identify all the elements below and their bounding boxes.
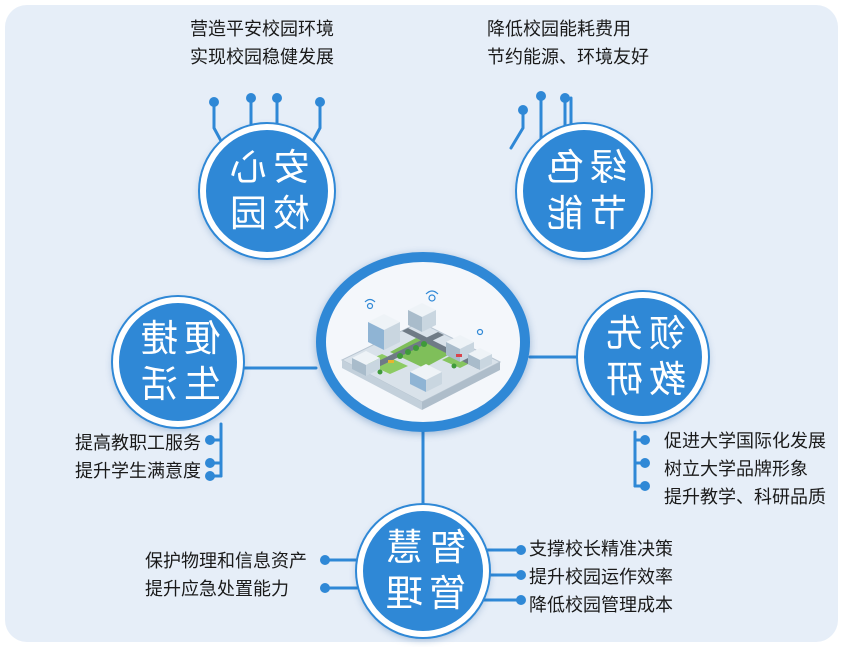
text-green-energy-2: 节约能源、环境友好 (487, 47, 649, 68)
text-green-energy: 降低校园能耗费用 节约能源、环境友好 (487, 16, 649, 72)
mgmt-right-dot-2 (320, 583, 330, 593)
antenna-dot-safe-3 (246, 93, 256, 103)
node-green-energy-line2: 节能 (541, 192, 627, 235)
text-green-energy-1: 降低校园能耗费用 (487, 19, 631, 40)
text-safe-campus: 营造平安校园环境 实现校园稳健发展 (190, 16, 334, 72)
node-safe-campus: 安心 校园 (200, 124, 334, 258)
antenna-dot-safe-4 (209, 97, 219, 107)
mgmt-left-dot-1 (516, 545, 526, 555)
text-leading-research-2: 树立大学品牌形象 (664, 459, 808, 480)
node-leading-research-line1: 领先 (600, 312, 686, 355)
node-safe-campus-line2: 校园 (224, 192, 310, 235)
antenna-dot-safe-1 (315, 97, 325, 107)
node-leading-research: 领先 教研 (578, 292, 708, 422)
node-safe-campus-line1: 安心 (224, 146, 310, 189)
text-smart-management-right-2: 提升校园运作效率 (529, 567, 673, 588)
node-smart-management-line1: 智慧 (380, 526, 466, 569)
text-leading-research-1: 促进大学国际化发展 (664, 431, 826, 452)
mgmt-left-dot-2 (516, 570, 526, 580)
node-green-energy: 绿色 节能 (517, 124, 651, 258)
mgmt-right-dot-1 (320, 555, 330, 565)
life-dot-2 (205, 458, 215, 468)
mgmt-left-dot-3 (516, 595, 526, 605)
text-smart-management-left-2: 提升应急处置能力 (145, 579, 289, 600)
text-leading-research: 促进大学国际化发展 树立大学品牌形象 提升教学、科研品质 (664, 428, 826, 512)
text-convenient-life-1: 提高教职工服务 (75, 433, 201, 454)
node-green-energy-line1: 绿色 (541, 146, 627, 189)
text-smart-management-left: 保护物理和信息资产 提升应急处置能力 (145, 548, 307, 604)
text-smart-management-left-1: 保护物理和信息资产 (145, 551, 307, 572)
antenna-dot-green-1 (560, 93, 570, 103)
text-safe-campus-2: 实现校园稳健发展 (190, 47, 334, 68)
central-hub (316, 252, 530, 432)
antenna-dot-safe-2 (272, 93, 282, 103)
text-safe-campus-1: 营造平安校园环境 (190, 19, 334, 40)
research-dot-3 (640, 481, 650, 491)
antenna-dot-green-2 (536, 91, 546, 101)
node-leading-research-line2: 教研 (600, 358, 686, 401)
antenna-green-5 (509, 110, 525, 150)
research-dot-1 (640, 435, 650, 445)
text-leading-research-3: 提升教学、科研品质 (664, 487, 826, 508)
node-convenient-life-line1: 便捷 (135, 317, 221, 360)
text-smart-management-right: 支撑校长精准决策 提升校园运作效率 降低校园管理成本 (529, 536, 673, 620)
node-smart-management-line2: 管理 (380, 572, 466, 615)
antenna-dot-green-3 (518, 105, 528, 115)
research-dot-2 (640, 458, 650, 468)
text-smart-management-right-3: 降低校园管理成本 (529, 595, 673, 616)
campus-illustration-svg (340, 290, 502, 410)
text-smart-management-right-1: 支撑校长精准决策 (529, 539, 673, 560)
text-convenient-life-2: 提升学生满意度 (75, 461, 201, 482)
node-convenient-life: 便捷 生活 (113, 297, 243, 427)
life-dot-3 (205, 471, 215, 481)
campus-illustration (326, 262, 520, 422)
node-convenient-life-line2: 生活 (135, 363, 221, 406)
node-smart-management: 智慧 管理 (357, 505, 489, 637)
life-dot-1 (205, 435, 215, 445)
text-convenient-life: 提高教职工服务 提升学生满意度 (75, 430, 201, 486)
